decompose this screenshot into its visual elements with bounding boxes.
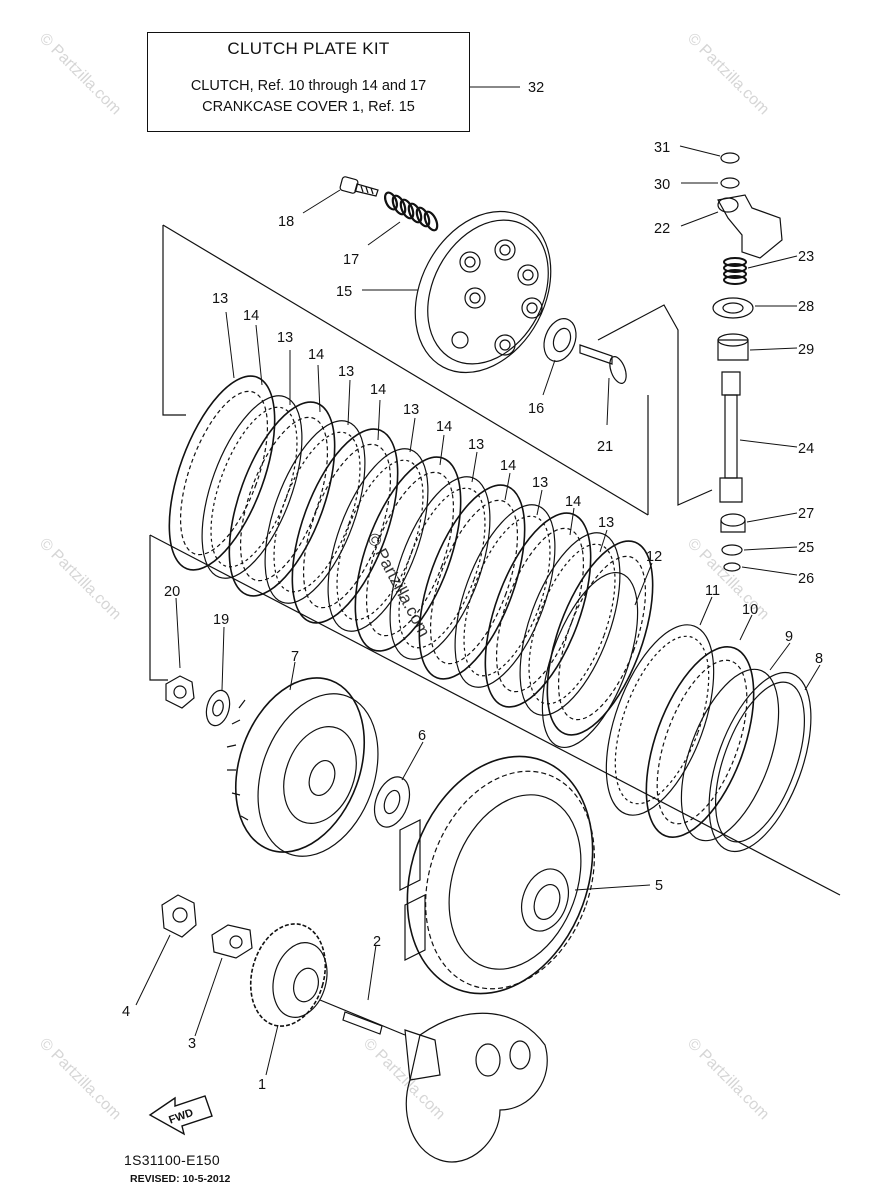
clutch-plate-stack [168, 375, 654, 736]
nut-part-20 [165, 675, 195, 709]
callout-17: 17 [343, 252, 359, 268]
callout-13-c: 13 [338, 364, 354, 380]
kit-line-crankcase: CRANKCASE COVER 1, Ref. 15 [202, 99, 415, 115]
plate-part-12 [541, 571, 639, 749]
callout-13-d: 13 [403, 402, 419, 418]
callout-11: 11 [705, 583, 720, 599]
clutch-boss-part-7 [226, 677, 379, 857]
callout-5: 5 [655, 878, 663, 894]
crankshaft [319, 999, 548, 1163]
callout-14-c: 14 [370, 382, 386, 398]
frame-shaft [597, 304, 713, 506]
callout-2: 2 [373, 934, 381, 950]
callout-13-a: 13 [212, 291, 228, 307]
seat-plate-part-9 [680, 668, 780, 842]
bolt-part-18 [339, 176, 379, 197]
callout-8: 8 [815, 651, 823, 667]
callout-13-f: 13 [532, 475, 548, 491]
callout-14-d: 14 [436, 419, 452, 435]
diagram-code: 1S31100-E150 [124, 1152, 220, 1168]
callout-1: 1 [258, 1077, 266, 1093]
callout-25: 25 [798, 540, 814, 556]
circlip-part-31 [720, 152, 740, 164]
spring-part-23 [723, 257, 747, 285]
washer-part-25 [721, 544, 743, 556]
shaft-part-24 [719, 371, 743, 503]
callout-29: 29 [798, 342, 814, 358]
lever-part-22 [717, 194, 783, 259]
callout-19: 19 [213, 612, 229, 628]
frame-upper-top [162, 224, 649, 516]
push-rod-part-21 [579, 344, 627, 384]
callout-13-e: 13 [468, 437, 484, 453]
clutch-housing-part-5 [399, 755, 595, 995]
gear-part-1 [249, 923, 328, 1027]
callout-7: 7 [291, 649, 299, 665]
circlip-part-26 [723, 562, 741, 572]
callout-24: 24 [798, 441, 814, 457]
seal-part-28 [712, 297, 754, 319]
callout-3: 3 [188, 1036, 196, 1052]
leader-lines [135, 86, 821, 1076]
callout-26: 26 [798, 571, 814, 587]
key-part-2 [342, 1011, 383, 1035]
plate-part-11 [605, 624, 715, 816]
callout-13-b: 13 [277, 330, 293, 346]
revised-date: REVISED: 10-5-2012 [130, 1173, 231, 1185]
callout-23: 23 [798, 249, 814, 265]
bearing-part-16 [543, 318, 577, 362]
callout-13-g: 13 [598, 515, 614, 531]
callout-16: 16 [528, 401, 544, 417]
callout-21: 21 [597, 439, 613, 455]
callout-9: 9 [785, 629, 793, 645]
kit-title: CLUTCH PLATE KIT [227, 39, 390, 58]
nut-part-4 [161, 894, 197, 938]
callout-10: 10 [742, 602, 758, 618]
callout-14-b: 14 [308, 347, 324, 363]
callout-14-e: 14 [500, 458, 516, 474]
frame-lower-top [149, 534, 841, 896]
spring-part-17 [383, 191, 439, 232]
lock-washer-part-6 [373, 776, 411, 828]
frame-lower-left [149, 535, 168, 681]
callout-15: 15 [336, 284, 352, 300]
clutch-plate-kit-box: CLUTCH PLATE KIT CLUTCH, Ref. 10 through… [147, 32, 470, 132]
callout-31: 31 [654, 140, 670, 156]
bearing-part-29 [717, 333, 749, 361]
callout-6: 6 [418, 728, 426, 744]
callout-12: 12 [646, 549, 662, 565]
kit-line-clutch: CLUTCH, Ref. 10 through 14 and 17 [190, 78, 427, 94]
frame-upper [162, 225, 186, 416]
callout-14-f: 14 [565, 494, 581, 510]
fwd-arrow-icon [148, 1095, 213, 1136]
callout-4: 4 [122, 1004, 130, 1020]
callout-14-a: 14 [243, 308, 259, 324]
spring-plate-part-8 [708, 671, 812, 853]
callout-28: 28 [798, 299, 814, 315]
callout-32: 32 [528, 80, 544, 96]
callout-18: 18 [278, 214, 294, 230]
callout-22: 22 [654, 221, 670, 237]
washer-part-19 [205, 689, 231, 727]
washer-part-3 [211, 924, 253, 959]
plate-part-10 [645, 646, 755, 838]
pressure-plate-part-15 [414, 210, 552, 374]
callout-numbers: 32 31 30 22 23 28 29 24 27 25 26 18 17 1… [122, 80, 823, 1127]
callout-20: 20 [164, 584, 180, 600]
callout-27: 27 [798, 506, 814, 522]
washer-part-30 [720, 177, 740, 189]
bearing-part-27 [720, 513, 746, 533]
callout-30: 30 [654, 177, 670, 193]
